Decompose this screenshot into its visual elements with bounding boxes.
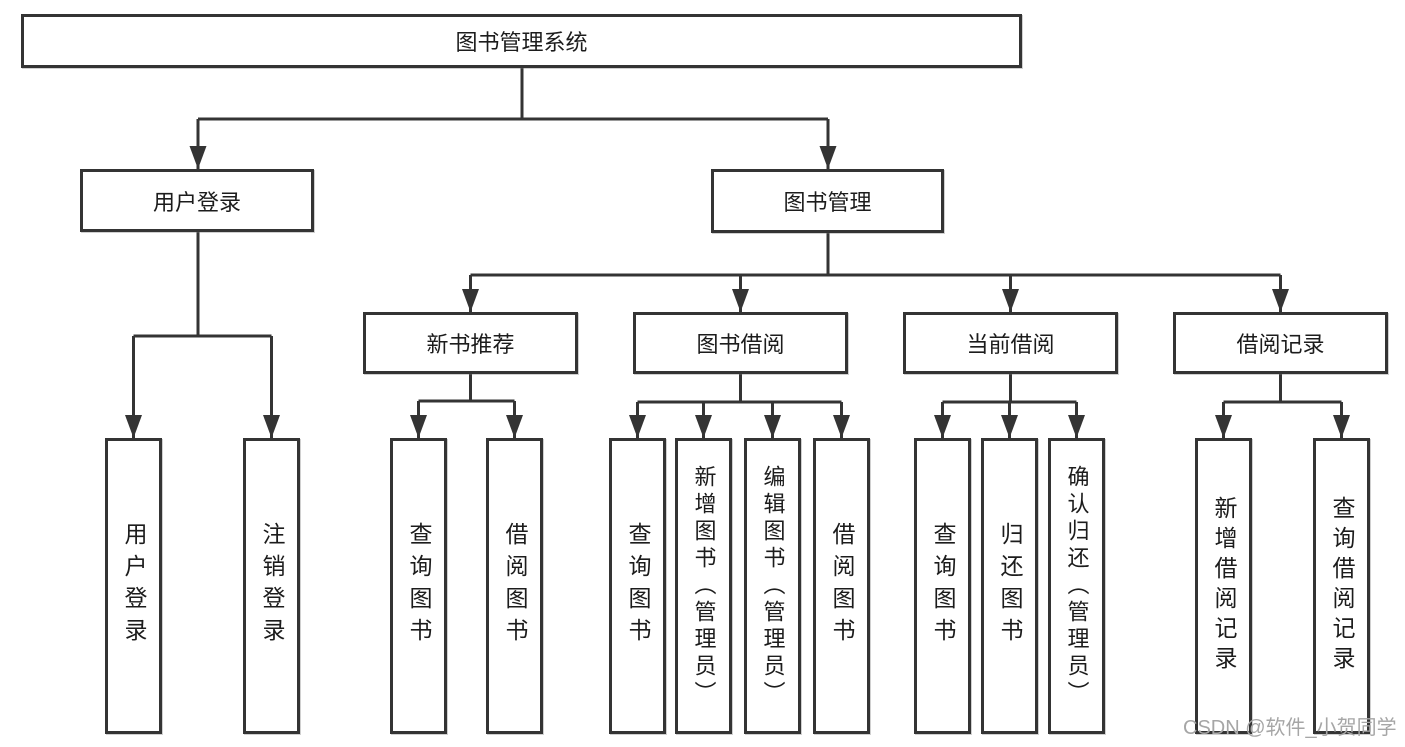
connector-book-mgmt-split [469,233,1282,312]
leaf-confirm-return-admin: 确认归还（管理员） [1048,438,1105,734]
node-book-mgmt: 图书管理 [711,169,944,233]
arrowheads [125,146,1350,438]
leaf-borrow-query-books-label: 查询图书 [625,522,651,650]
node-book-mgmt-label: 图书管理 [783,190,872,215]
node-user-login: 用户登录 [80,169,314,232]
leaf-recommend-query-books-label: 查询图书 [406,522,432,650]
leaf-user-login: 用户登录 [105,438,162,734]
node-root-label: 图书管理系统 [455,30,588,55]
node-new-book-recommend: 新书推荐 [363,312,578,374]
leaf-query-borrow-record: 查询借阅记录 [1313,438,1370,734]
node-new-book-recommend-label: 新书推荐 [426,332,515,357]
leaf-return-book-label: 归还图书 [997,522,1023,650]
node-borrow-records: 借阅记录 [1173,312,1388,374]
node-current-borrow-label: 当前借阅 [966,332,1055,357]
leaf-add-book-admin: 新增图书（管理员） [675,438,732,734]
leaf-add-borrow-record-label: 新增借阅记录 [1211,496,1237,676]
connector-records-split [1222,374,1343,438]
leaf-recommend-query-books: 查询图书 [390,438,447,734]
leaf-borrow-borrow-books: 借阅图书 [813,438,870,734]
node-root: 图书管理系统 [21,14,1022,68]
connector-borrow-split [636,374,843,438]
leaf-recommend-borrow-books-label: 借阅图书 [502,522,528,650]
leaf-recommend-borrow-books: 借阅图书 [486,438,543,734]
leaf-confirm-return-admin-label: 确认归还（管理员） [1064,464,1090,708]
connector-root-split [196,68,830,169]
connector-user-login-split [132,232,273,438]
csdn-watermark: CSDN @软件_小贺同学 [1183,717,1397,739]
node-book-borrow: 图书借阅 [633,312,848,374]
connector-recommend-split [417,374,516,438]
node-borrow-records-label: 借阅记录 [1236,332,1325,357]
leaf-add-borrow-record: 新增借阅记录 [1195,438,1252,734]
leaf-edit-book-admin: 编辑图书（管理员） [744,438,801,734]
leaf-return-book: 归还图书 [981,438,1038,734]
leaf-user-login-label: 用户登录 [121,522,147,650]
node-current-borrow: 当前借阅 [903,312,1118,374]
node-user-login-label: 用户登录 [152,189,241,215]
leaf-logout: 注销登录 [243,438,300,734]
leaf-add-book-admin-label: 新增图书（管理员） [691,464,717,708]
leaf-borrow-query-books: 查询图书 [609,438,666,734]
leaf-query-borrow-record-label: 查询借阅记录 [1329,496,1355,676]
leaf-edit-book-admin-label: 编辑图书（管理员） [760,464,786,708]
leaf-borrow-borrow-books-label: 借阅图书 [829,522,855,650]
leaf-logout-label: 注销登录 [259,522,285,650]
leaf-current-query-books: 查询图书 [914,438,971,734]
leaf-current-query-books-label: 查询图书 [930,522,956,650]
node-book-borrow-label: 图书借阅 [696,332,785,357]
